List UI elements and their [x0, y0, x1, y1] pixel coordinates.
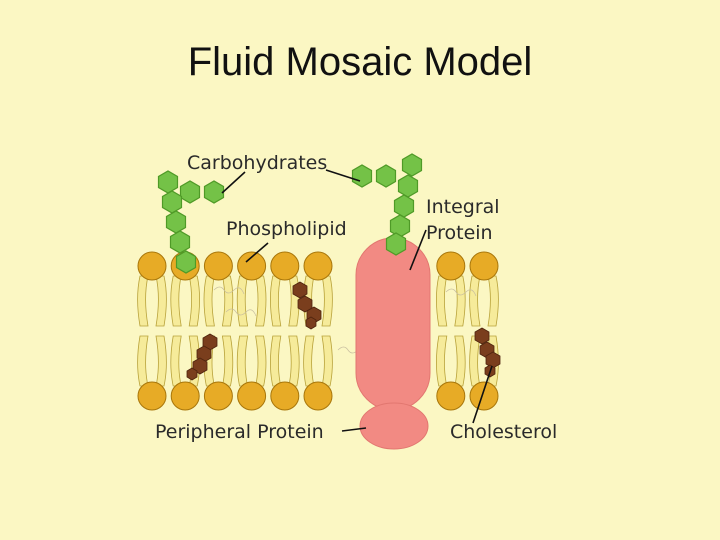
sugar-hexagon [157, 170, 179, 194]
phospholipid-tail [137, 335, 149, 387]
phospholipid-tail [436, 275, 448, 327]
lipid-squiggle [225, 308, 257, 317]
phospholipid-tail [255, 275, 267, 327]
sugar-hexagon [375, 164, 397, 188]
carbohydrates-pointer [325, 169, 361, 182]
phospholipid-head [203, 251, 233, 281]
sugar-hexagon [169, 230, 191, 254]
lipid-squiggle [213, 286, 245, 295]
sugar-hexagon [165, 210, 187, 234]
peripheral-protein-label: Peripheral Protein [155, 421, 324, 443]
phospholipid-tail [155, 275, 167, 327]
phospholipid-tail [155, 335, 167, 387]
phospholipid-tail [203, 275, 215, 327]
phospholipid-tail [255, 335, 267, 387]
phospholipid-bilayer [137, 251, 499, 411]
cholesterol-pointer [472, 365, 493, 424]
phospholipid-head [270, 381, 300, 411]
sugar-hexagon [179, 180, 201, 204]
sugar-hexagon [393, 194, 415, 218]
sugar-hexagon [351, 164, 373, 188]
phospholipid-tail [270, 275, 282, 327]
phospholipid-tail [288, 335, 300, 387]
carbohydrate-chain [157, 170, 225, 274]
cholesterol-molecule [474, 327, 501, 378]
peripheral-protein [359, 402, 429, 450]
sugar-hexagon [161, 190, 183, 214]
phospholipid-head [469, 381, 499, 411]
phospholipid-label: Phospholipid [226, 218, 347, 240]
phospholipid-tail [236, 335, 249, 387]
phospholipid-head [170, 381, 200, 411]
phospholipid-tail [221, 275, 234, 327]
phospholipid-tail [454, 275, 466, 327]
cholesterol-molecule [186, 333, 218, 381]
carbohydrates-label: Carbohydrates [187, 152, 327, 174]
peripheral-protein-pointer [341, 427, 367, 432]
phospholipid-head [436, 381, 466, 411]
phospholipid-tail [270, 335, 282, 387]
sugar-hexagon [389, 214, 411, 238]
phospholipid-tail [221, 335, 234, 387]
cholesterol-molecule [292, 281, 322, 330]
sugar-hexagon [397, 174, 419, 198]
phospholipid-tail [436, 335, 448, 387]
carbohydrates-pointer [221, 171, 246, 194]
phospholipid-head [137, 251, 167, 281]
sugar-hexagon [385, 232, 407, 256]
phospholipid-tail [321, 275, 333, 327]
cholesterol-label: Cholesterol [450, 421, 557, 443]
phospholipid-tail [469, 275, 481, 327]
phospholipid-tail [303, 335, 315, 387]
phospholipid-head [237, 251, 267, 281]
phospholipid-head [436, 251, 466, 281]
phospholipid-tail [137, 275, 149, 327]
sugar-hexagon [203, 180, 225, 204]
phospholipid-head [469, 251, 499, 281]
integral-protein-label-line2: Protein [426, 222, 493, 244]
slide-title: Fluid Mosaic Model [187, 40, 533, 84]
integral-protein [355, 237, 431, 411]
phospholipid-head [237, 381, 267, 411]
phospholipid-head [203, 381, 233, 411]
sugar-hexagon [175, 250, 197, 274]
phospholipid-head [137, 381, 167, 411]
carbohydrate-chain [351, 153, 423, 256]
phospholipid-tail [321, 335, 333, 387]
phospholipid-tail [236, 275, 249, 327]
phospholipid-tail [469, 335, 481, 387]
phospholipid-pointer [245, 242, 269, 263]
sugar-hexagon [401, 153, 423, 177]
phospholipid-tail [170, 275, 182, 327]
phospholipid-tail [454, 335, 466, 387]
lipid-squiggle [445, 288, 477, 297]
phospholipid-tail [170, 335, 182, 387]
phospholipid-head [303, 251, 333, 281]
phospholipid-head [270, 251, 300, 281]
phospholipid-tail [487, 275, 499, 327]
integral-protein-pointer [409, 229, 427, 271]
integral-protein-label-line1: Integral [426, 196, 500, 218]
phospholipid-tail [188, 275, 200, 327]
phospholipid-head [303, 381, 333, 411]
